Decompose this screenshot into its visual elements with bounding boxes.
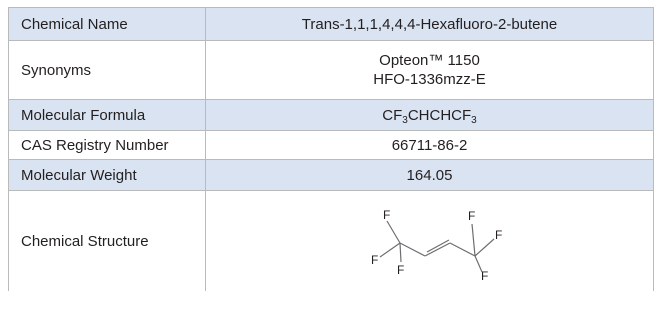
row-value: 66711-86-2 — [205, 130, 654, 160]
row-label: Chemical Name — [8, 7, 206, 41]
chemical-properties-table: Chemical Name Trans-1,1,1,4,4,4-Hexafluo… — [8, 7, 654, 291]
bond — [473, 255, 483, 273]
molecular-formula: CF3CHCHCF3 — [205, 99, 654, 131]
chemical-structure-diagram: F F F F F F — [371, 208, 502, 281]
row-value: Opteon™ 1150 HFO-1336mzz-E — [205, 40, 654, 100]
bond — [424, 242, 450, 257]
structure-atoms: F F F F F F — [371, 208, 502, 281]
formula-part: CHCHCF — [407, 106, 472, 124]
fluorine-atom: F — [371, 253, 378, 267]
double-bond-line — [426, 239, 449, 253]
bond — [470, 223, 476, 257]
formula-part: CF — [382, 106, 403, 124]
row-label: CAS Registry Number — [8, 130, 206, 160]
formula-subscript: 3 — [402, 114, 408, 126]
fluorine-atom: F — [383, 208, 390, 222]
bond — [379, 242, 400, 258]
row-label: Synonyms — [8, 40, 206, 100]
structure-bonds — [379, 220, 494, 273]
formula-subscript: 3 — [471, 114, 477, 126]
row-value: F F F F F F — [205, 190, 654, 291]
fluorine-atom: F — [397, 263, 404, 277]
table-row-cas-number: CAS Registry Number 66711-86-2 — [8, 130, 654, 160]
bond — [398, 242, 402, 263]
row-value: 164.05 — [205, 159, 654, 191]
fluorine-atom: F — [495, 228, 502, 242]
row-label: Molecular Formula — [8, 99, 206, 131]
row-label: Molecular Weight — [8, 159, 206, 191]
bond — [449, 242, 475, 257]
fluorine-atom: F — [468, 209, 475, 223]
row-value: Trans-1,1,1,4,4,4-Hexafluoro-2-butene — [205, 7, 654, 41]
synonym-2: HFO-1336mzz-E — [373, 71, 486, 88]
bond — [385, 220, 401, 244]
row-label: Chemical Structure — [8, 190, 206, 291]
table-row-molecular-weight: Molecular Weight 164.05 — [8, 159, 654, 191]
bond — [474, 238, 494, 257]
fluorine-atom: F — [481, 269, 488, 281]
synonym-1: Opteon™ 1150 — [379, 52, 480, 69]
table-row-chemical-structure: Chemical Structure — [8, 190, 654, 291]
bond — [399, 242, 425, 257]
table-row-molecular-formula: Molecular Formula CF3CHCHCF3 — [8, 99, 654, 131]
table-row-chemical-name: Chemical Name Trans-1,1,1,4,4,4-Hexafluo… — [8, 7, 654, 41]
table-row-synonyms: Synonyms Opteon™ 1150 HFO-1336mzz-E — [8, 40, 654, 100]
